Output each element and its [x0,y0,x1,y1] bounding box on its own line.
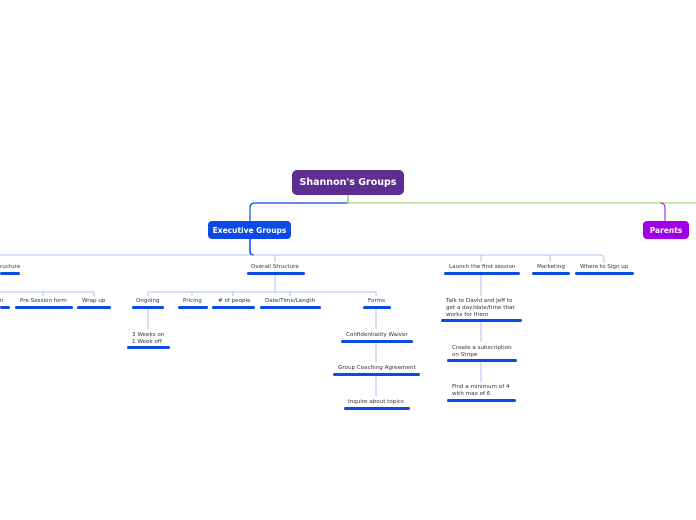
topic-structure-partial-label: ructure [0,264,21,270]
main-topic-parents-label: Parents [649,225,683,235]
topic-launch-underline [444,272,520,275]
topic-where-sign-up-label: Where to Sign up [580,264,629,270]
subtopic-num-people-label: # of people [218,298,251,304]
connector-root-green [347,195,696,204]
subtopic-ongoing[interactable]: Ongoing [136,298,160,305]
subtopic-num-people[interactable]: # of people [218,298,251,305]
subtopic-wrap-up-underline [77,306,111,309]
subtopic-pricing[interactable]: Pricing [183,298,202,305]
subtopic-group-coaching[interactable]: Group Coaching Agreement [338,365,416,372]
topic-where-sign-up[interactable]: Where to Sign up [580,264,628,271]
subtopic-partial-n-label: n [0,298,4,304]
subtopic-three-weeks-underline [127,346,170,349]
subtopic-find-minimum-label: Find a minimum of 4 with max of 6 [452,384,510,397]
subtopic-confidentiality-label: Confidentiality Waiver [346,332,408,338]
subtopic-num-people-underline [212,306,255,309]
subtopic-pricing-underline [178,306,208,309]
subtopic-partial-n-underline [0,306,10,309]
subtopic-pre-session-form-underline [15,306,73,309]
subtopic-partial-n[interactable]: n [0,298,4,305]
subtopic-wrap-up[interactable]: Wrap up [82,298,105,305]
connector-root-parents [659,202,666,221]
subtopic-date-time-length-underline [260,306,321,309]
subtopic-talk-david-jeff[interactable]: Talk to David and Jeff to get a day/date… [446,298,518,319]
subtopic-group-coaching-label: Group Coaching Agreement [338,365,416,371]
subtopic-find-minimum[interactable]: Find a minimum of 4 with max of 6 [452,384,514,398]
subtopic-talk-david-jeff-underline [441,319,522,322]
subtopic-talk-david-jeff-label: Talk to David and Jeff to get a day/date… [446,298,515,318]
subtopic-inquire-topics[interactable]: Inquire about topics [348,399,404,406]
subtopic-confidentiality-underline [341,340,413,343]
subtopic-create-subscription-underline [447,359,517,362]
root-topic[interactable]: Shannon's Groups [292,170,404,195]
subtopic-pre-session-form[interactable]: Pre Session form [20,298,67,305]
connector-exec-down [249,239,255,256]
main-topic-parents[interactable]: Parents [643,221,689,239]
subtopic-date-time-length[interactable]: Date/Time/Length [265,298,315,305]
main-topic-executive[interactable]: Executive Groups [208,221,291,239]
subtopic-ongoing-label: Ongoing [136,298,160,304]
connector-topic-bus [0,254,605,262]
subtopic-forms-label: Forms [368,298,386,304]
subtopic-confidentiality[interactable]: Confidentiality Waiver [346,332,408,339]
subtopic-pre-session-form-label: Pre Session form [20,298,67,304]
topic-launch[interactable]: Launch the first session [449,264,515,271]
subtopic-ongoing-underline [132,306,164,309]
subtopic-inquire-topics-label: Inquire about topics [348,399,404,405]
subtopic-inquire-topics-underline [344,407,410,410]
subtopic-group-coaching-underline [333,373,420,376]
topic-overall-structure[interactable]: Overall Structure [251,264,299,271]
topic-marketing[interactable]: Marketing [537,264,565,271]
subtopic-create-subscription[interactable]: Create a subscription on Stripe [452,345,516,359]
topic-marketing-label: Marketing [537,264,565,270]
subtopic-find-minimum-underline [447,399,516,402]
subtopic-wrap-up-label: Wrap up [82,298,106,304]
root-topic-label: Shannon's Groups [299,177,397,188]
subtopic-date-time-length-label: Date/Time/Length [265,298,316,304]
subtopic-create-subscription-label: Create a subscription on Stripe [452,345,512,358]
subtopic-three-weeks-label: 3 Weeks on 1 Week off [132,332,165,345]
topic-where-sign-up-underline [575,272,634,275]
topic-marketing-underline [532,272,570,275]
topic-structure-partial[interactable]: ructure [0,264,20,271]
topic-overall-structure-underline [247,272,305,275]
connector-overall-bus [147,291,377,296]
topic-structure-partial-underline [0,272,20,275]
topic-launch-label: Launch the first session [449,264,516,270]
subtopic-pricing-label: Pricing [183,298,202,304]
subtopic-forms[interactable]: Forms [368,298,385,305]
topic-overall-structure-label: Overall Structure [251,264,299,270]
subtopic-three-weeks[interactable]: 3 Weeks on 1 Week off [132,332,168,346]
subtopic-forms-underline [363,306,391,309]
main-topic-executive-label: Executive Groups [212,225,287,235]
connector-root-executive [249,195,349,221]
connector-left-subs [0,291,95,296]
